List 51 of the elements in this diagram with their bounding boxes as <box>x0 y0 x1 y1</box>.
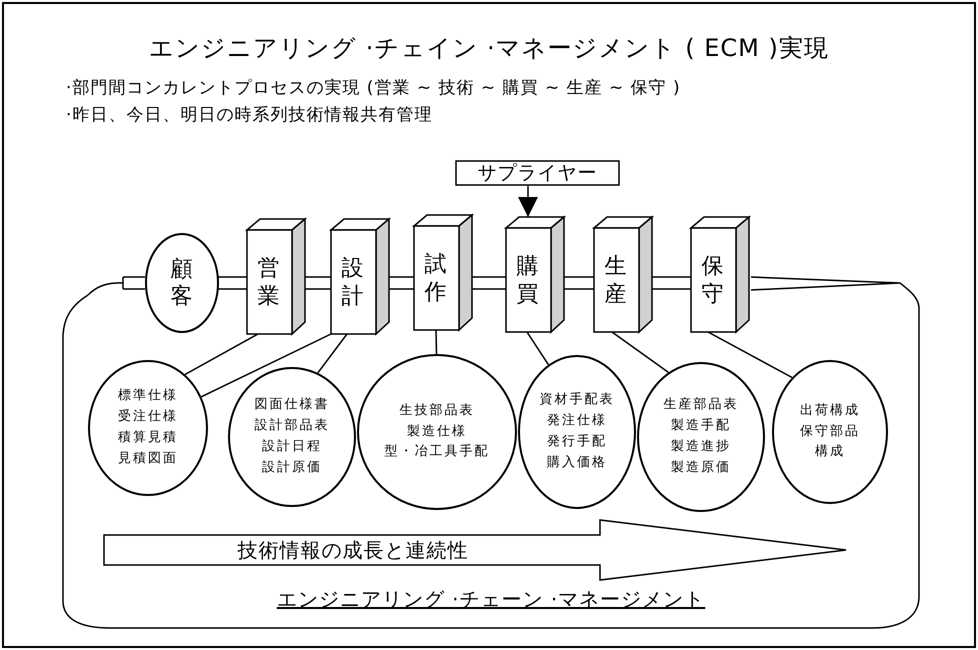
item-text: 購入価格 <box>547 454 607 472</box>
item-text: 型・冶工具手配 <box>384 443 490 462</box>
item-text: 製造手配 <box>671 417 731 436</box>
item-text: 生産部品表 <box>664 396 738 414</box>
item-text: 生技部品表 <box>400 402 474 420</box>
leader-line <box>526 332 550 366</box>
label-text: サプライヤー <box>478 162 598 184</box>
item-text: 製造進捗 <box>671 438 731 456</box>
item-text: 見積図面 <box>118 450 178 468</box>
item-text: 構成 <box>815 443 845 462</box>
info-circle <box>518 355 636 509</box>
pipe-segment <box>388 276 415 290</box>
item-text: 製造原価 <box>671 458 731 477</box>
customer-ellipse <box>145 233 219 333</box>
info-circle <box>357 354 517 510</box>
item-text: 発行手配 <box>547 433 607 451</box>
item-text: 製造仕様 <box>407 422 467 441</box>
item-text: 設計部品表 <box>254 417 330 436</box>
leader-line <box>317 334 348 374</box>
leader-line <box>435 330 438 354</box>
block-arrow <box>103 519 847 581</box>
item-text: 積算見積 <box>118 429 178 447</box>
item-text: 資材手配表 <box>540 391 614 410</box>
block-label: 顧客 <box>170 256 194 310</box>
pipe-segment <box>304 276 332 290</box>
leader-line <box>200 333 332 398</box>
note-text: ·昨日、今日、明日の時系列技術情報共有管理 <box>66 104 432 126</box>
item-text: 受注仕様 <box>118 408 178 426</box>
info-circle <box>88 360 208 496</box>
note-text: ·部門間コンカレントプロセスの実現 (営業 ~ 技術 ~ 購買 ~ 生産 ~ 保守 ) <box>66 77 681 99</box>
pipe-segment <box>651 276 692 290</box>
item-text: 保守部品 <box>800 422 860 441</box>
supplier-box <box>455 160 620 186</box>
info-circle <box>228 367 356 507</box>
leader-line <box>708 331 792 378</box>
leader-line <box>184 333 258 376</box>
title: エンジニアリング ·チェイン ·マネージメント ( ECM )実現 <box>148 33 830 64</box>
item-text: 発注仕様 <box>547 412 607 430</box>
label-text: 技術情報の成長と連続性 <box>238 539 468 561</box>
leader-line <box>612 331 669 373</box>
arrow <box>518 186 538 217</box>
item-text: 設計日程 <box>262 438 322 456</box>
pipe-segment <box>471 276 507 290</box>
chain-title: エンジニアリング ·チェーン ·マネージメント <box>276 586 706 613</box>
item-text: 出荷構成 <box>800 402 860 420</box>
pipe-segment <box>563 276 595 290</box>
item-text: 標準仕様 <box>118 387 178 406</box>
info-circle <box>772 360 888 504</box>
info-circle <box>637 362 765 512</box>
item-text: 設計原価 <box>262 458 322 477</box>
item-text: 図面仕様書 <box>254 396 330 414</box>
